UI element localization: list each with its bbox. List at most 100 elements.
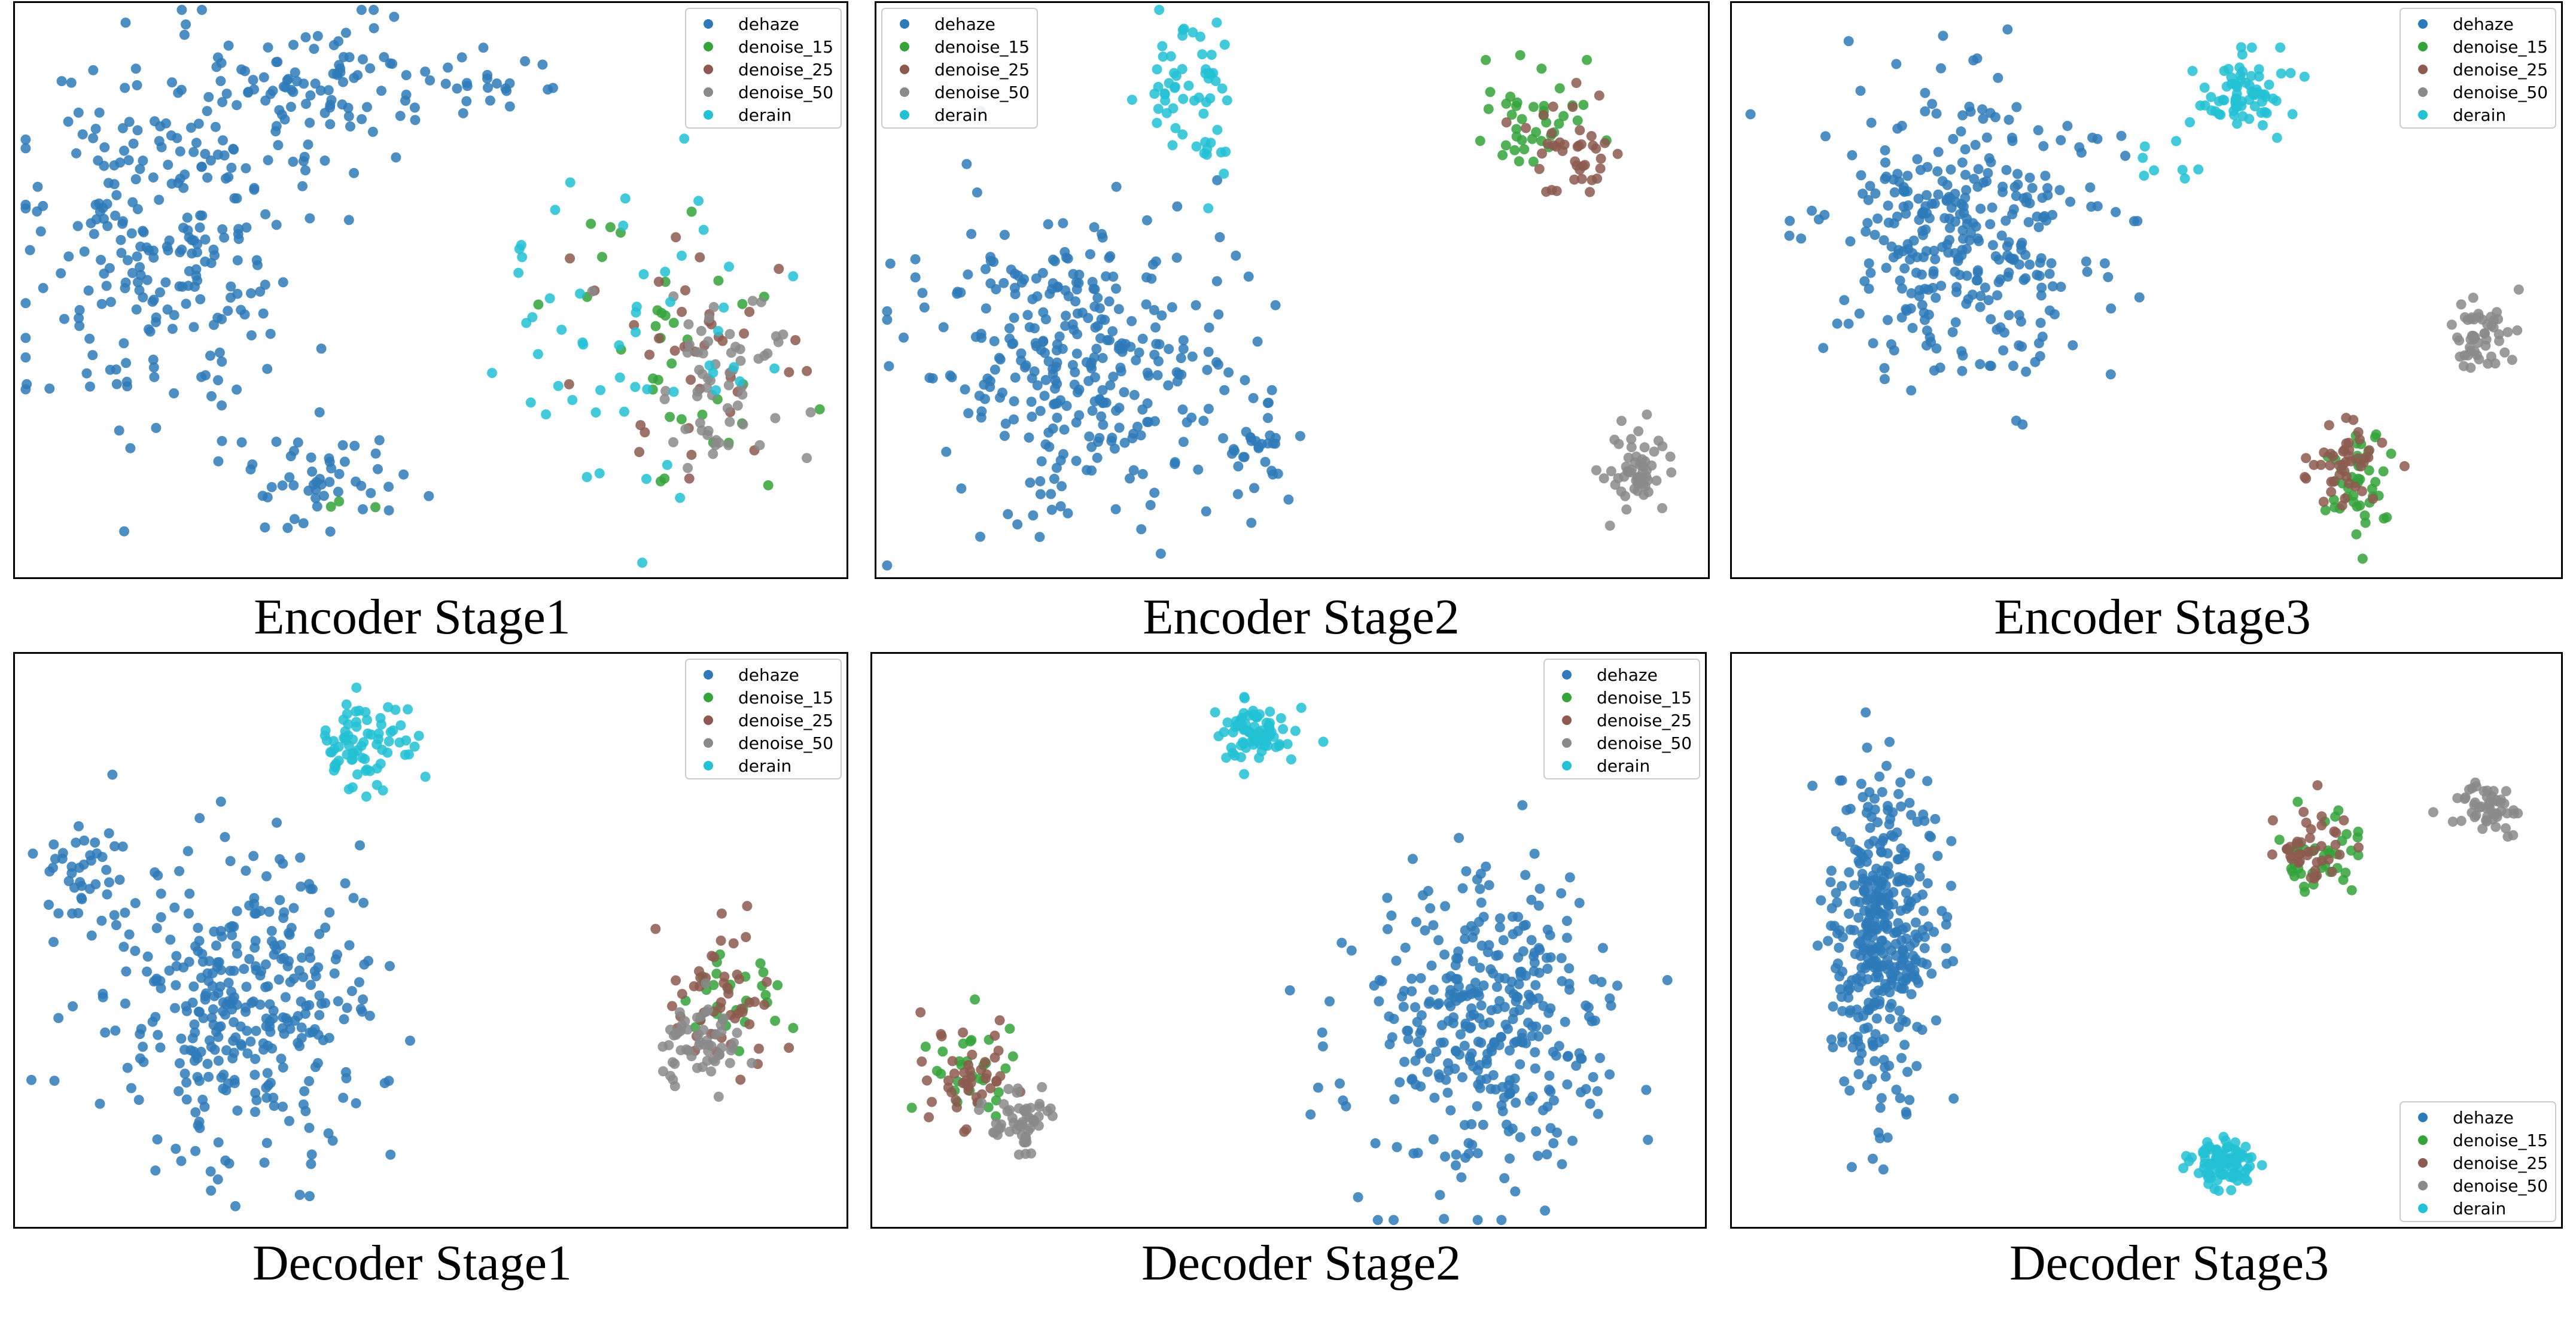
scatter-point-dehaze (1097, 232, 1108, 243)
scatter-point-dehaze (297, 952, 307, 963)
scatter-point-denoise_15 (1514, 156, 1524, 167)
scatter-point-dehaze (94, 107, 105, 118)
scatter-point-dehaze (105, 297, 116, 307)
scatter-point-denoise_15 (1536, 63, 1547, 74)
scatter-point-dehaze (229, 1075, 240, 1085)
scatter-point-dehaze (84, 884, 95, 894)
scatter-point-derain (1152, 64, 1162, 75)
scatter-point-dehaze (333, 486, 343, 497)
scatter-point-dehaze (1561, 916, 1572, 926)
scatter-point-dehaze (1006, 264, 1016, 275)
scatter-point-dehaze (1270, 432, 1281, 443)
scatter-point-dehaze (1253, 441, 1264, 452)
scatter-point-denoise_15 (760, 990, 771, 1000)
scatter-point-dehaze (1839, 295, 1850, 306)
scatter-point-dehaze (343, 102, 354, 113)
scatter-point-denoise_25 (994, 1015, 1005, 1026)
scatter-point-denoise_25 (1594, 90, 1604, 101)
scatter-point-denoise_25 (980, 1057, 990, 1067)
scatter-point-dehaze (93, 198, 104, 209)
scatter-point-dehaze (910, 254, 921, 264)
scatter-point-dehaze (1071, 417, 1082, 428)
scatter-point-denoise_15 (1000, 1063, 1011, 1074)
scatter-point-dehaze (217, 435, 227, 446)
scatter-point-dehaze (410, 115, 421, 126)
scatter-point-dehaze (2035, 351, 2045, 361)
scatter-point-dehaze (385, 1149, 396, 1160)
scatter-point-dehaze (1843, 992, 1854, 1003)
scatter-point-denoise_25 (2316, 459, 2327, 470)
scatter-point-derain (1264, 722, 1275, 733)
scatter-point-dehaze (1526, 894, 1537, 905)
scatter-point-dehaze (1399, 986, 1409, 997)
scatter-point-derain (2276, 68, 2286, 79)
scatter-point-dehaze (1478, 1019, 1489, 1030)
scatter-point-derain (2246, 42, 2257, 53)
scatter-point-derain (1167, 140, 1178, 151)
scatter-point-dehaze (1085, 249, 1095, 260)
scatter-point-dehaze (156, 983, 166, 994)
scatter-point-dehaze (1896, 801, 1907, 812)
scatter-point-denoise_15 (1528, 156, 1539, 167)
scatter-point-denoise_50 (695, 1037, 705, 1047)
scatter-point-dehaze (1922, 959, 1932, 970)
scatter-point-dehaze (1970, 139, 1981, 150)
scatter-point-dehaze (1055, 501, 1066, 511)
scatter-point-dehaze (342, 1003, 352, 1013)
scatter-point-dehaze (232, 906, 242, 916)
scatter-point-derain (395, 720, 406, 731)
legend-label-denoise_15: denoise_15 (738, 688, 833, 708)
scatter-point-dehaze (1114, 422, 1125, 433)
scatter-point-dehaze (1901, 1107, 1911, 1117)
scatter-point-dehaze (1876, 1093, 1887, 1104)
scatter-point-dehaze (1860, 963, 1871, 973)
scatter-point-dehaze (1525, 1095, 1536, 1106)
scatter-point-dehaze (111, 190, 122, 200)
scatter-point-dehaze (1904, 797, 1915, 808)
scatter-point-dehaze (1844, 1085, 1855, 1096)
scatter-point-dehaze (1898, 983, 1909, 994)
scatter-point-dehaze (96, 915, 107, 926)
scatter-point-dehaze (358, 897, 369, 908)
legend-label-denoise_15: denoise_15 (934, 37, 1030, 57)
scatter-point-dehaze (1834, 942, 1844, 953)
scatter-point-derain (1290, 726, 1301, 736)
scatter-point-dehaze (1958, 201, 1969, 212)
scatter-point-dehaze (1548, 1138, 1559, 1149)
scatter-point-denoise_25 (995, 1071, 1006, 1082)
scatter-point-dehaze (1870, 921, 1881, 931)
scatter-point-dehaze (269, 1101, 279, 1111)
scatter-point-dehaze (263, 1040, 273, 1051)
scatter-point-dehaze (1944, 234, 1954, 245)
scatter-point-dehaze (1530, 980, 1541, 991)
scatter-point-dehaze (2085, 182, 2096, 193)
scatter-point-dehaze (1913, 933, 1923, 943)
scatter-point-dehaze (1882, 848, 1893, 858)
scatter-point-dehaze (314, 407, 325, 418)
scatter-point-dehaze (288, 156, 299, 167)
scatter-point-dehaze (194, 1076, 205, 1086)
scatter-point-dehaze (257, 491, 268, 501)
scatter-point-derain (1154, 5, 1165, 15)
scatter-point-dehaze (1137, 333, 1148, 344)
scatter-point-denoise_25 (2326, 477, 2337, 487)
scatter-point-dehaze (1090, 372, 1100, 383)
scatter-point-derain (2213, 1186, 2224, 1196)
scatter-point-dehaze (1878, 909, 1889, 920)
scatter-point-dehaze (215, 796, 226, 807)
scatter-point-dehaze (482, 69, 493, 80)
scatter-point-dehaze (1481, 861, 1491, 872)
scatter-point-dehaze (376, 86, 386, 96)
scatter-point-dehaze (306, 980, 316, 990)
scatter-point-dehaze (1443, 1058, 1453, 1068)
scatter-point-dehaze (1993, 277, 2004, 288)
scatter-point-dehaze (1510, 1186, 1521, 1197)
scatter-point-denoise_15 (2379, 513, 2389, 524)
scatter-point-denoise_50 (657, 1041, 668, 1052)
scatter-point-dehaze (1930, 254, 1941, 264)
legend-label-denoise_50: denoise_50 (1597, 733, 1692, 753)
scatter-point-derain (1206, 50, 1217, 60)
scatter-point-dehaze (281, 1013, 291, 1023)
scatter-point-denoise_25 (2316, 811, 2327, 822)
scatter-point-dehaze (1384, 1011, 1394, 1022)
